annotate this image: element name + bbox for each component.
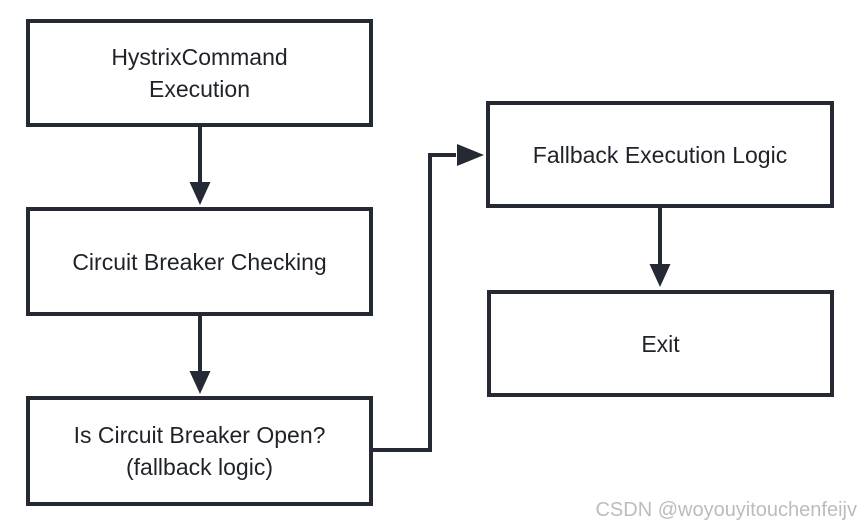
node-label: Fallback Execution Logic: [532, 141, 788, 168]
edge-hystrix-to-circuit: [189, 127, 211, 205]
arrowhead-down-icon: [189, 371, 211, 394]
edge-circuit-to-isopen: [189, 316, 211, 394]
watermark: CSDN @woyouyitouchenfeijv: [595, 499, 857, 521]
arrowhead-right-icon: [457, 144, 484, 166]
node-label: Circuit Breaker Checking: [72, 248, 327, 275]
node-fallback-execution-logic: Fallback Execution Logic: [486, 101, 834, 208]
node-hystrix-command-execution: HystrixCommand Execution: [26, 19, 373, 127]
arrowhead-down-icon: [189, 182, 211, 205]
edge-fallback-to-exit: [649, 208, 671, 287]
node-label: Exit: [641, 330, 680, 357]
arrowhead-down-icon: [649, 264, 671, 287]
node-label: Is Circuit Breaker Open? (fallback logic…: [73, 422, 326, 480]
node-is-circuit-breaker-open: Is Circuit Breaker Open? (fallback logic…: [26, 396, 373, 506]
node-exit: Exit: [487, 290, 834, 397]
node-label: HystrixCommand Execution: [111, 44, 288, 102]
node-circuit-breaker-checking: Circuit Breaker Checking: [26, 207, 373, 316]
edge-isopen-to-fallback: [373, 144, 484, 452]
